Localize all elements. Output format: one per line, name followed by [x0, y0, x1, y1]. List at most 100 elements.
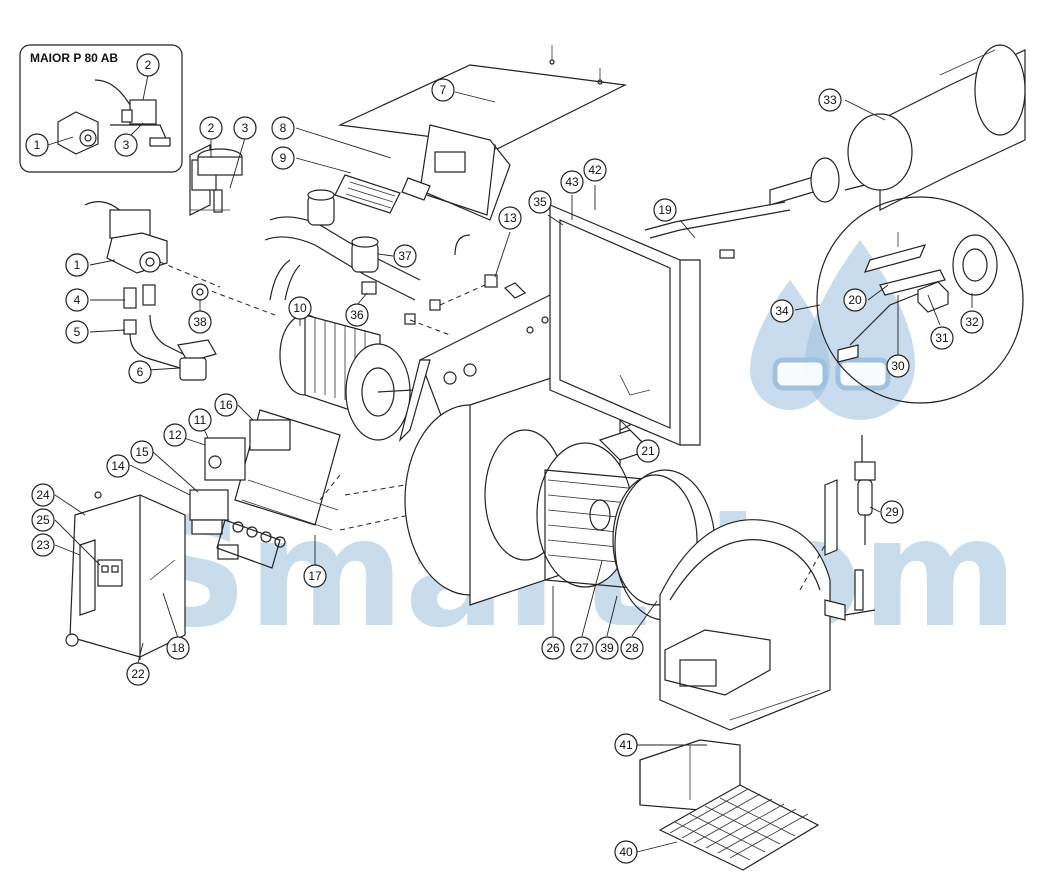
callout-11: 11	[188, 408, 212, 432]
svg-text:30: 30	[891, 359, 905, 373]
blast-tube	[847, 44, 1026, 211]
callout-18: 18	[166, 636, 190, 660]
svg-text:15: 15	[135, 445, 149, 459]
electrode	[799, 435, 876, 621]
callout-10: 10	[288, 296, 312, 320]
fittings-hoses	[123, 283, 217, 381]
callout-14: 14	[106, 454, 130, 478]
callout-12: 12	[163, 423, 187, 447]
svg-text:1: 1	[34, 138, 41, 152]
svg-text:28: 28	[625, 641, 639, 655]
callout-9: 9	[271, 146, 295, 170]
svg-text:33: 33	[823, 93, 837, 107]
svg-text:23: 23	[36, 538, 50, 552]
callout-4: 4	[65, 288, 89, 312]
callout-31: 31	[930, 326, 954, 350]
callout-22: 22	[126, 662, 150, 686]
callout-38: 38	[188, 310, 212, 334]
callout-35: 35	[528, 190, 552, 214]
svg-text:20: 20	[848, 293, 862, 307]
svg-text:6: 6	[137, 365, 144, 379]
grille	[658, 784, 820, 871]
svg-text:25: 25	[36, 513, 50, 527]
svg-text:9: 9	[280, 151, 287, 165]
svg-text:17: 17	[308, 569, 322, 583]
svg-text:5: 5	[74, 325, 81, 339]
svg-text:43: 43	[565, 175, 579, 189]
svg-text:10: 10	[293, 301, 307, 315]
callout-3: 3	[233, 116, 257, 140]
callout-19: 19	[653, 198, 677, 222]
solenoid-valve	[189, 144, 243, 216]
svg-text:18: 18	[171, 641, 185, 655]
svg-text:24: 24	[36, 488, 50, 502]
callout-26: 26	[541, 636, 565, 660]
callout-inset-2: 2	[136, 53, 160, 77]
callout-24: 24	[31, 483, 55, 507]
callout-1b: 1	[65, 253, 89, 277]
callout-16: 16	[214, 393, 238, 417]
svg-text:21: 21	[641, 444, 655, 458]
svg-text:31: 31	[935, 331, 949, 345]
control-box-cover	[65, 491, 186, 660]
svg-text:37: 37	[398, 249, 412, 263]
svg-text:41: 41	[619, 738, 633, 752]
inlet-panel	[639, 739, 741, 811]
callout-15: 15	[130, 440, 154, 464]
nozzle-assembly	[644, 153, 867, 259]
callout-13: 13	[498, 206, 522, 230]
svg-text:11: 11	[194, 413, 207, 427]
callout-40: 40	[614, 840, 638, 864]
svg-text:2: 2	[145, 58, 152, 72]
svg-text:16: 16	[219, 398, 233, 412]
air-intake	[659, 519, 831, 731]
callout-41: 41	[614, 733, 638, 757]
callout-17: 17	[303, 564, 327, 588]
svg-text:12: 12	[168, 428, 182, 442]
svg-text:3: 3	[123, 138, 130, 152]
svg-text:13: 13	[503, 211, 517, 225]
callout-5: 5	[65, 320, 89, 344]
svg-text:32: 32	[965, 315, 979, 329]
callout-34: 34	[770, 299, 794, 323]
detail-circle	[816, 196, 1024, 404]
callout-inset-3: 3	[114, 133, 138, 157]
svg-text:1: 1	[74, 258, 81, 272]
svg-text:40: 40	[619, 845, 633, 859]
callout-27: 27	[570, 636, 594, 660]
callout-29: 29	[880, 500, 904, 524]
svg-text:19: 19	[658, 203, 672, 217]
svg-text:27: 27	[575, 641, 589, 655]
callout-20: 20	[843, 288, 867, 312]
svg-text:14: 14	[111, 459, 125, 473]
callout-25: 25	[31, 508, 55, 532]
callout-32: 32	[960, 310, 984, 334]
svg-text:38: 38	[193, 315, 207, 329]
gauge-assembly	[264, 189, 486, 336]
callout-8: 8	[271, 116, 295, 140]
oil-pump	[84, 201, 276, 316]
callout-42: 42	[583, 158, 607, 182]
svg-text:26: 26	[546, 641, 560, 655]
svg-text:35: 35	[533, 195, 547, 209]
svg-text:39: 39	[600, 641, 614, 655]
svg-text:8: 8	[280, 121, 287, 135]
fan-motor	[279, 314, 414, 441]
callout-inset-1: 1	[25, 133, 49, 157]
callout-30: 30	[886, 354, 910, 378]
svg-text:29: 29	[885, 505, 899, 519]
flange-plate	[549, 204, 701, 446]
callout-23: 23	[31, 533, 55, 557]
inset-box: MAIOR P 80 AB	[19, 44, 183, 173]
callout-2: 2	[199, 116, 223, 140]
inset-title: MAIOR P 80 AB	[30, 51, 118, 65]
cover-plate	[334, 45, 628, 221]
svg-text:42: 42	[588, 163, 602, 177]
control-panel	[189, 409, 411, 569]
watermark-logo	[750, 240, 915, 420]
svg-text:3: 3	[242, 121, 249, 135]
svg-text:34: 34	[775, 304, 789, 318]
callout-6: 6	[128, 360, 152, 384]
